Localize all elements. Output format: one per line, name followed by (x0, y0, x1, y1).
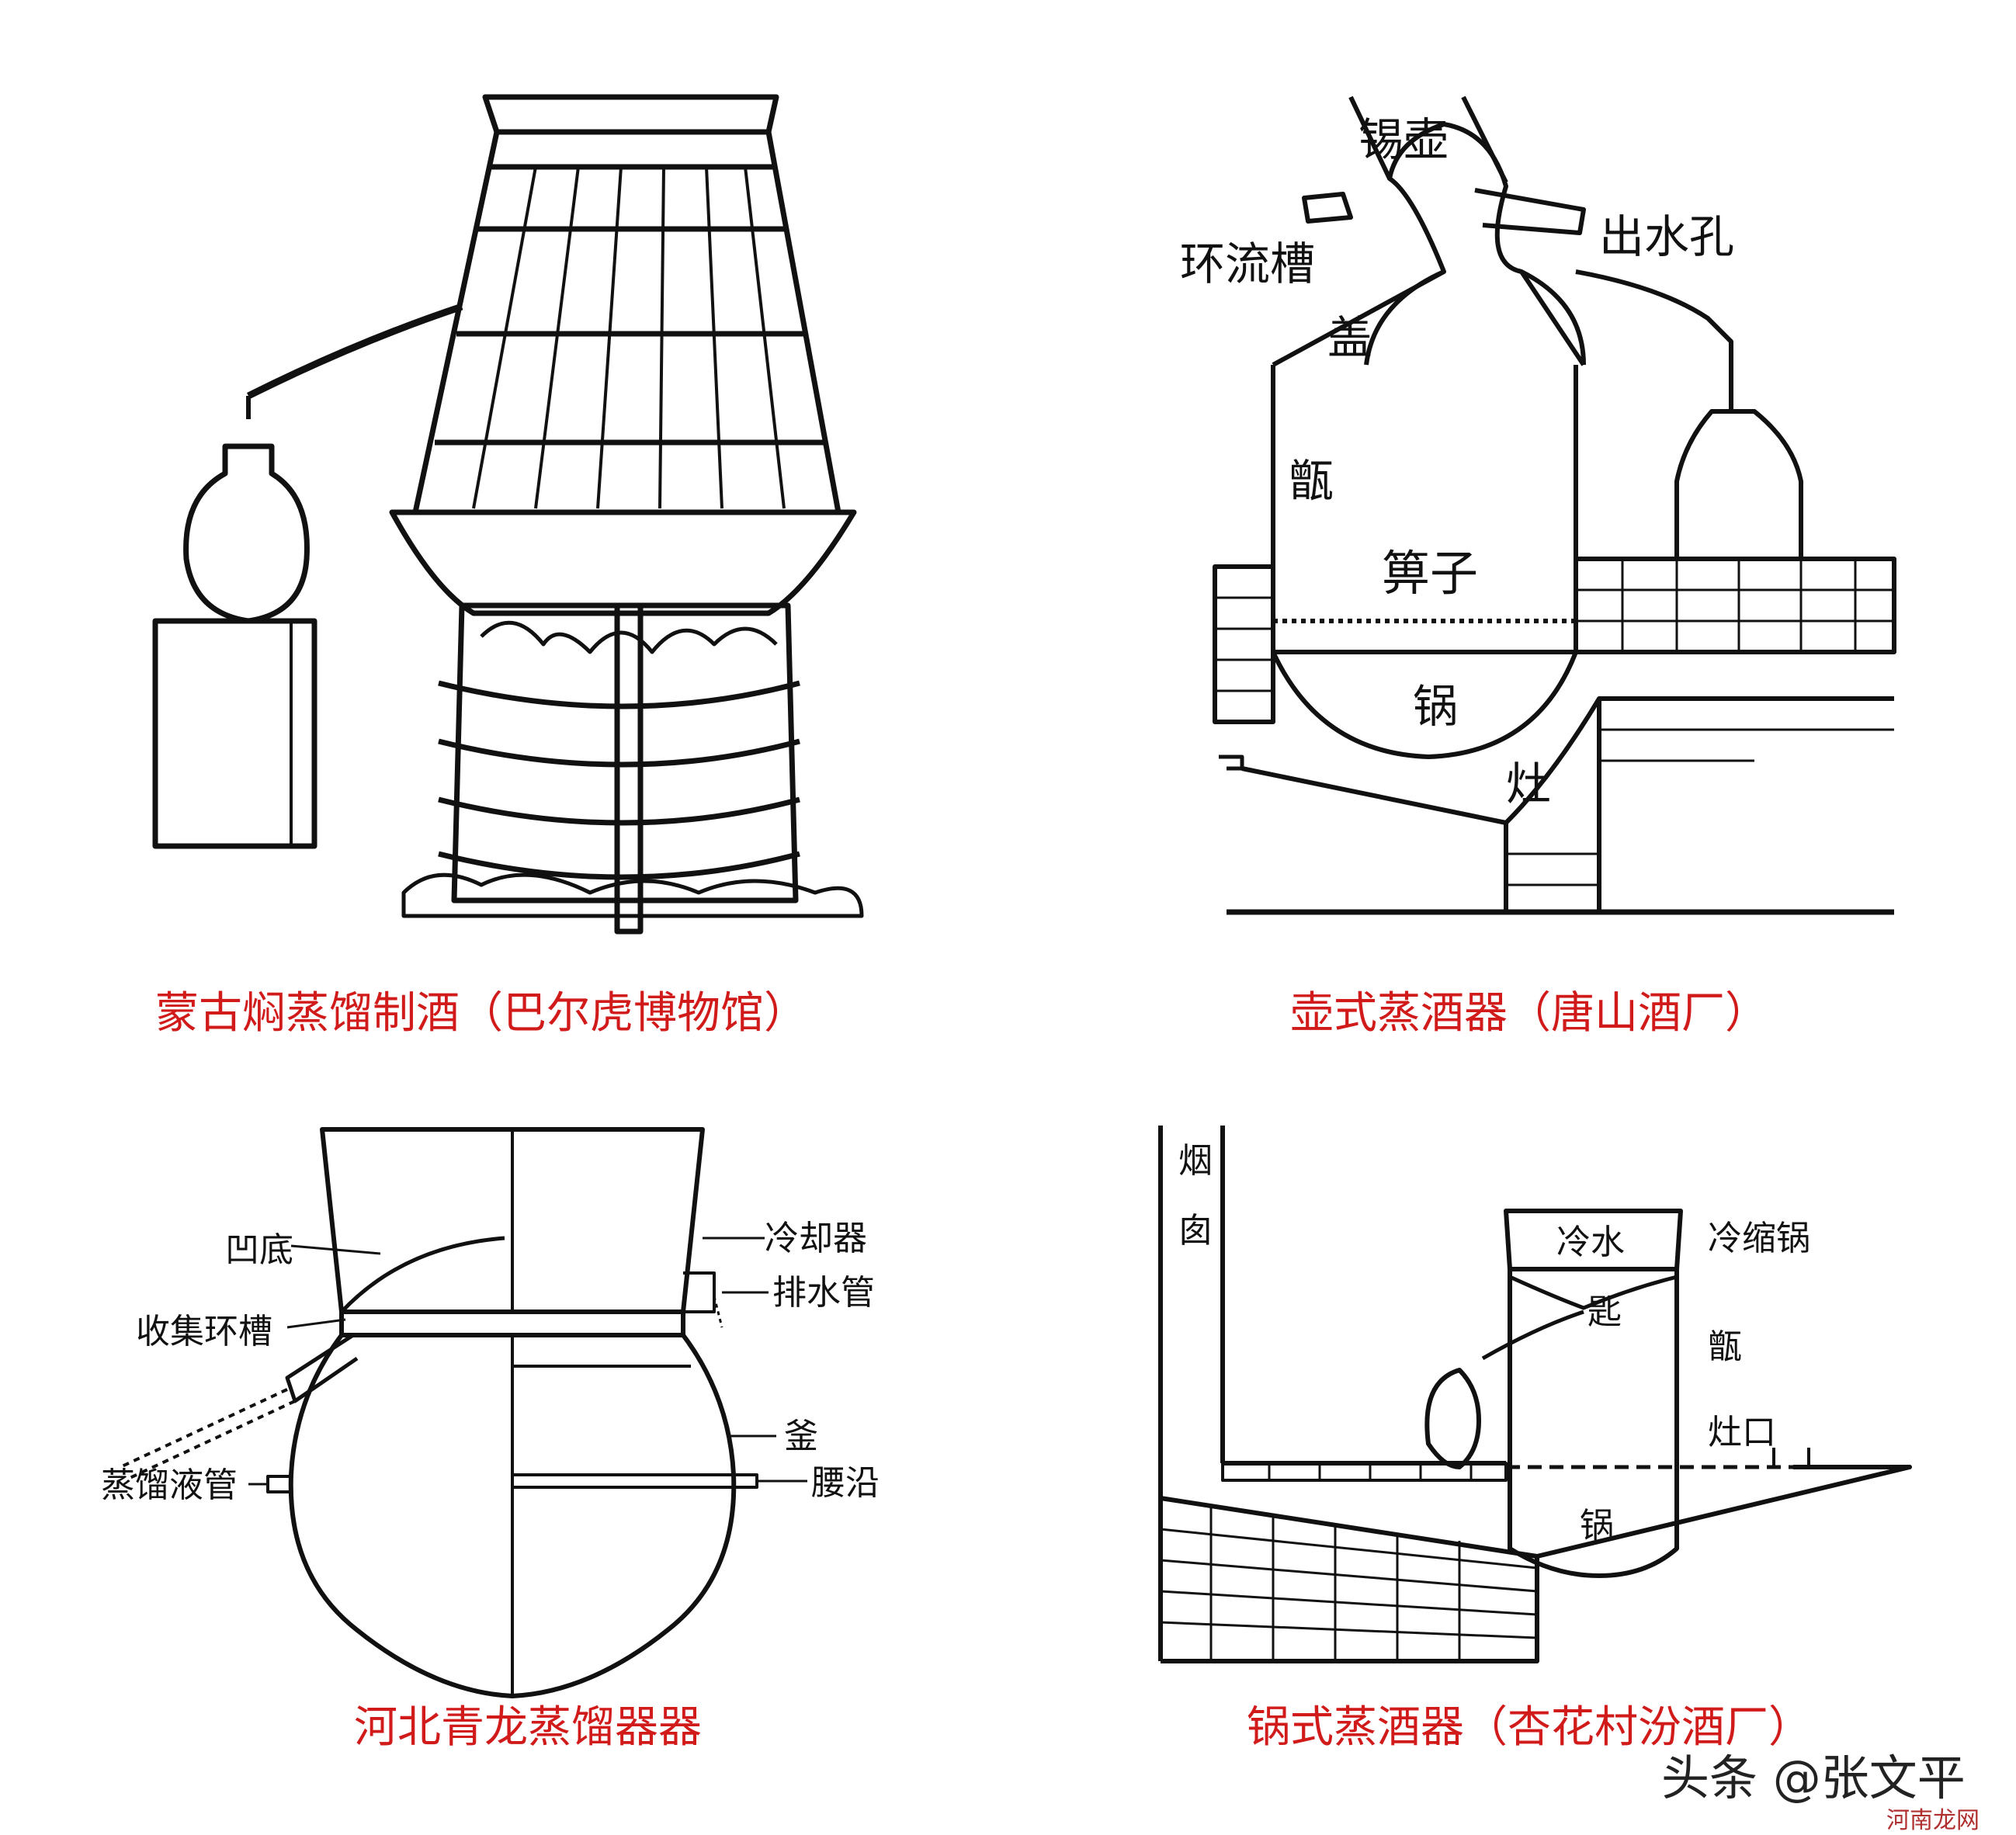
label-stove: 灶 (1506, 758, 1551, 810)
label-tin-pot: 锡壶 (1358, 113, 1449, 166)
label-steamer: 甑 (1289, 455, 1334, 508)
pedestal-box (152, 618, 317, 849)
mongol-distiller-drawing (152, 94, 864, 935)
watermark-author: 头条 @张文平 (1661, 1750, 1966, 1806)
collect-pipe (285, 1333, 359, 1403)
wok-bottom (1271, 650, 1578, 759)
label-condense-wok: 冷缩锅 (1708, 1219, 1810, 1258)
panel-mongol-distiller (0, 0, 978, 970)
outlet-spout (1474, 188, 1586, 235)
waist-rim (511, 1473, 758, 1489)
panel-hebei-distiller: 凹底 冷却器 排水管 收集环槽 釜 蒸馏液管 腰沿 (0, 1071, 978, 1708)
steamer-column (1508, 1269, 1679, 1578)
stove-floor (1241, 766, 1507, 825)
barrel-rim (482, 94, 779, 135)
panel-wok-distiller: 烟 囱 冷水 冷缩锅 匙 甑 灶口 锅 (1133, 1102, 2016, 1692)
center-post (614, 602, 644, 935)
caption-mongol-distiller: 蒙古焖蒸馏制酒（巴尔虎博物馆） (155, 988, 807, 1039)
watermark-site: 河南龙网 (1886, 1807, 1980, 1834)
label-steamer: 甑 (1708, 1327, 1742, 1367)
label-stove-mouth: 灶口 (1708, 1413, 1776, 1452)
label-wok: 锅 (1580, 1506, 1614, 1545)
brick-base (1160, 1496, 1539, 1663)
pot-distiller-drawing: 锡壶 出水孔 环流槽 盖 甑 箅子 锅 灶 (1180, 95, 1896, 915)
label-lid: 盖 (1327, 311, 1372, 364)
label-ring-trough: 环流槽 (1180, 238, 1315, 290)
label-collect-trough: 收集环槽 (136, 1312, 272, 1351)
steamer-body (1271, 365, 1578, 654)
floor-brick-strip (1221, 1462, 1508, 1482)
label-outlet: 出水孔 (1599, 210, 1734, 263)
bowl (389, 509, 857, 616)
caption-wok-distiller: 锅式蒸酒器（杏花村汾酒厂） (1247, 1702, 1812, 1753)
spoon-tube (1481, 1309, 1584, 1361)
stove-slope (1536, 1465, 1912, 1559)
caption-hebei-distiller: 河北青龙蒸馏器器 (354, 1702, 702, 1753)
label-cooler: 冷却器 (765, 1219, 867, 1258)
ring-trough-pipe (1302, 192, 1353, 224)
receiver-drop (1424, 1368, 1481, 1469)
label-drain-pipe: 排水管 (772, 1273, 875, 1313)
collect-ring (339, 1309, 685, 1337)
label-chimney-2: 囱 (1178, 1211, 1213, 1251)
label-spoon: 匙 (1587, 1292, 1622, 1332)
receiving-jar (1674, 409, 1803, 561)
base-rocks (401, 872, 864, 918)
collection-jar (183, 443, 310, 624)
barrel-body (412, 129, 841, 515)
wok-distiller-drawing: 烟 囱 冷水 冷缩锅 匙 甑 灶口 锅 (1158, 1126, 1912, 1663)
label-waist-rim: 腰沿 (811, 1463, 880, 1503)
label-cold-water: 冷水 (1556, 1223, 1625, 1262)
hebei-distiller-drawing: 凹底 冷却器 排水管 收集环槽 釜 蒸馏液管 腰沿 (101, 1127, 880, 1698)
label-distillate-pipe: 蒸馏液管 (101, 1466, 238, 1505)
label-concave-bottom: 凹底 (225, 1230, 293, 1270)
condensate-tube (1575, 269, 1733, 411)
label-grate: 箅子 (1382, 545, 1478, 602)
label-cauldron: 釜 (784, 1417, 818, 1456)
label-chimney-1: 烟 (1178, 1141, 1213, 1181)
delivery-tube (246, 303, 463, 400)
brick-wall-left (1213, 564, 1275, 724)
caption-pot-distiller: 壶式蒸酒器（唐山酒厂） (1290, 988, 1768, 1039)
label-wok: 锅 (1413, 680, 1458, 733)
distillate-pipe (266, 1475, 293, 1493)
concave-bottom-arc (340, 1236, 505, 1313)
panel-pot-distiller: 锡壶 出水孔 环流槽 盖 甑 箅子 锅 灶 (1118, 0, 2016, 970)
